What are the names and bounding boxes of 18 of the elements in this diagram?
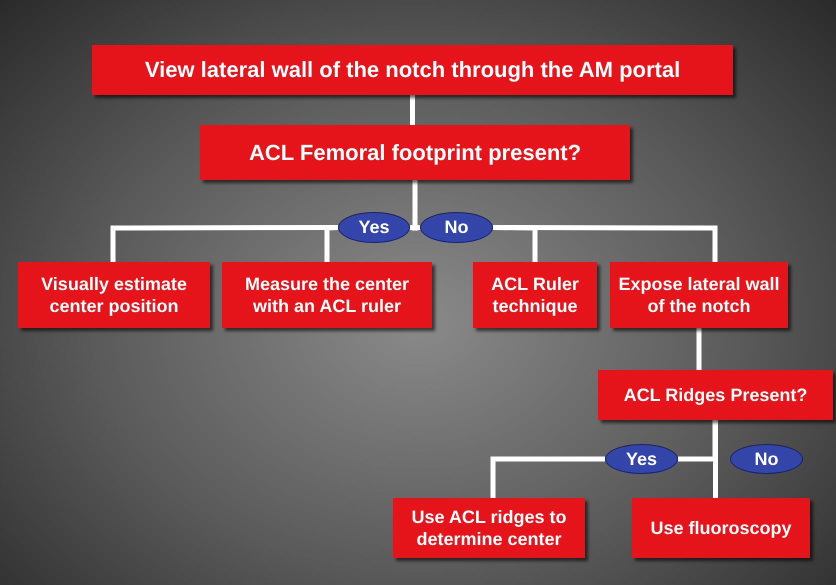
- connector-line: [713, 420, 718, 498]
- process-box: ACL Ridges Present?: [598, 370, 833, 420]
- connector-line: [493, 225, 718, 262]
- decision-oval: No: [420, 212, 493, 243]
- process-box: View lateral wall of the notch through the AM portal: [92, 45, 733, 95]
- decision-oval: No: [730, 444, 803, 474]
- process-box: Visually estimate center position: [18, 262, 210, 328]
- connector-line: [410, 95, 415, 125]
- process-box: Use fluoroscopy: [632, 498, 810, 558]
- decision-oval: Yes: [338, 212, 410, 243]
- process-box: Measure the center with an ACL ruler: [222, 262, 432, 328]
- process-box: Expose lateral wall of the notch: [610, 262, 788, 328]
- connector-line: [490, 456, 605, 498]
- process-box: Use ACL ridges to determine center: [393, 498, 585, 558]
- connector-line: [696, 328, 702, 370]
- decision-oval: Yes: [605, 444, 678, 474]
- process-box: ACL Ruler technique: [473, 262, 597, 328]
- process-box: ACL Femoral footprint present?: [200, 125, 630, 180]
